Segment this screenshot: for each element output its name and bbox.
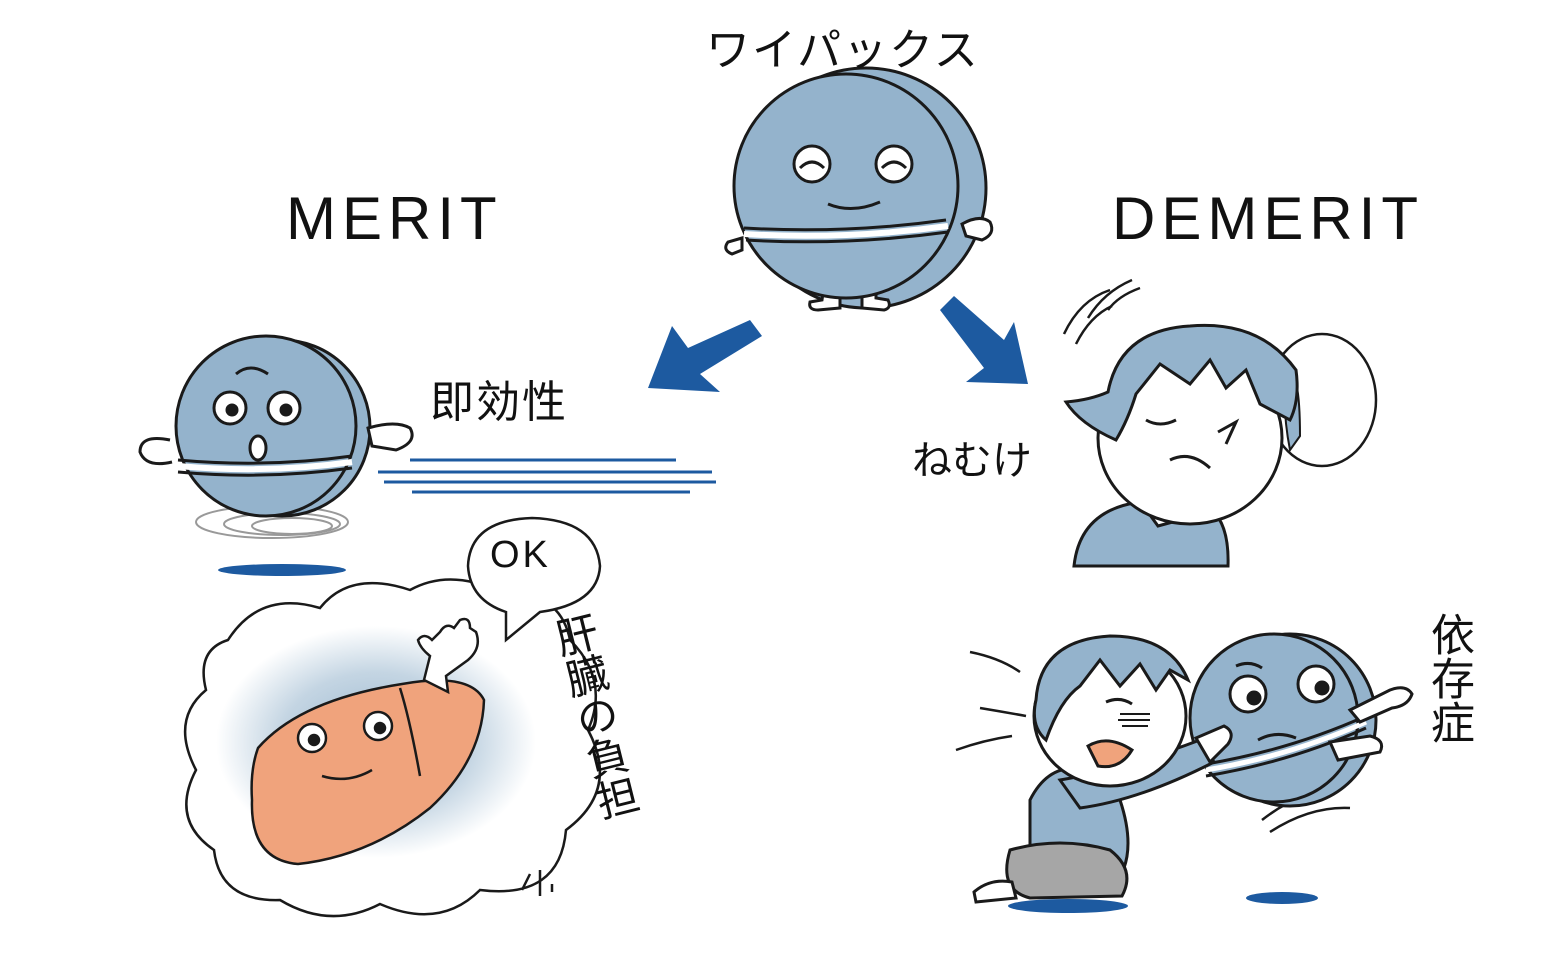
fast-acting-label: 即効性 — [430, 377, 568, 428]
demerit-heading: DEMERIT — [1112, 185, 1424, 252]
ok-speech-text: OK — [490, 534, 551, 576]
drowsiness-label: ねむけ — [912, 438, 1032, 484]
pill-character-center — [724, 66, 994, 312]
liver-thought-cloud — [183, 516, 602, 918]
drug-name-title: ワイパックス — [706, 25, 980, 76]
arrow-to-demerit — [940, 296, 1028, 384]
dependence-label: 依存症 — [1423, 612, 1474, 744]
arrow-to-merit — [648, 320, 762, 392]
drowsy-person — [1062, 278, 1378, 568]
dependence-scene — [955, 632, 1414, 913]
merit-heading: MERIT — [286, 185, 503, 252]
running-pill-character — [138, 334, 716, 576]
